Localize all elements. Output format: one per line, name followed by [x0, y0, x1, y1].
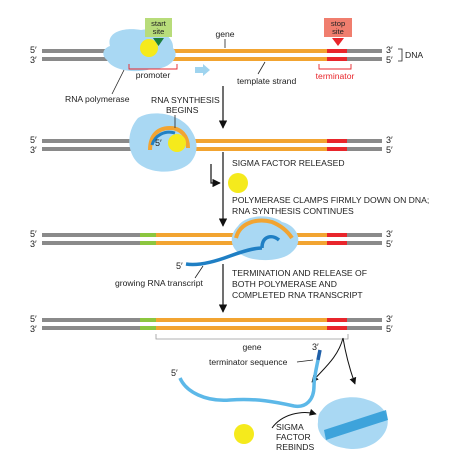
dna-bracket — [398, 48, 403, 62]
sigma-rebinds-label-line3: REBINDS — [276, 442, 314, 452]
stop-site-label-line2: site — [332, 27, 344, 36]
row1-right-3prime: 3′ — [386, 45, 393, 55]
row4-left-5prime: 5′ — [30, 314, 37, 324]
clamps-label-line1: POLYMERASE CLAMPS FIRMLY DOWN ON DNA; — [232, 195, 429, 205]
terminator-region-top — [327, 49, 347, 53]
row2-right-3prime: 3′ — [386, 135, 393, 145]
gene-bracket — [155, 334, 349, 340]
sigma-released-label: SIGMA FACTOR RELEASED — [232, 158, 345, 168]
rna-polymerase-initiating — [129, 113, 197, 172]
completed-rna-transcript — [178, 359, 320, 409]
clamps-label-line2: RNA SYNTHESIS CONTINUES — [232, 206, 354, 216]
growing-rna-leader — [194, 265, 204, 279]
row1-left-3prime: 3′ — [30, 55, 37, 65]
row1-right-5prime: 5′ — [386, 55, 393, 65]
dna-duplex-row-2 — [42, 139, 382, 151]
gene-label: gene — [215, 29, 234, 39]
sigma-rebinds-label-line2: FACTOR — [276, 432, 311, 442]
released-sigma-factor — [228, 173, 248, 193]
rebinding-sigma-factor — [234, 424, 254, 444]
start-site-triangle-icon — [153, 38, 164, 46]
stop-site-marker: stop site — [324, 18, 352, 46]
rna-polymerase-leader — [111, 69, 125, 95]
template-strand-label: template strand — [237, 76, 296, 86]
rna-synthesis-label-line1: RNA SYNTHESIS — [151, 95, 220, 105]
promoter-bracket — [128, 64, 178, 70]
released-rna-5prime: 5′ — [171, 368, 178, 378]
row2-left-3prime: 3′ — [30, 145, 37, 155]
row3-right-3prime: 3′ — [386, 229, 393, 239]
terminator-bracket — [318, 64, 352, 70]
termination-label-line2: BOTH POLYMERASE AND — [232, 279, 337, 289]
start-site-marker: start site — [145, 18, 172, 46]
sigma-release-arrow — [210, 164, 221, 188]
gene-region-bottom — [157, 57, 327, 61]
sigma-factor-row2 — [168, 134, 186, 152]
termination-label-line3: COMPLETED RNA TRANSCRIPT — [232, 290, 363, 300]
row3-right-5prime: 5′ — [386, 239, 393, 249]
sigma-rebinds-label-line1: SIGMA — [276, 422, 304, 432]
row4-right-5prime: 5′ — [386, 324, 393, 334]
row3-left-5prime: 5′ — [30, 229, 37, 239]
terminator-label: terminator — [316, 71, 355, 81]
row4-left-3prime: 3′ — [30, 324, 37, 334]
dna-label: DNA — [405, 50, 423, 60]
terminator-region-bottom — [327, 57, 347, 61]
termination-label-line1: TERMINATION AND RELEASE OF — [232, 268, 367, 278]
row3-left-3prime: 3′ — [30, 239, 37, 249]
row4-right-3prime: 3′ — [386, 314, 393, 324]
start-site-label-line2: site — [153, 27, 165, 36]
terminator-sequence-leader — [296, 359, 314, 363]
direction-arrow — [195, 64, 210, 76]
row2-right-5prime: 5′ — [386, 145, 393, 155]
row2-left-5prime: 5′ — [30, 135, 37, 145]
gene-region-top — [157, 49, 327, 53]
rna-synthesis-label-line2: BEGINS — [166, 105, 199, 115]
sigma-factor — [140, 39, 158, 57]
polymerase-release-arrow — [342, 337, 357, 385]
row3-rna-5prime: 5′ — [176, 261, 183, 271]
terminator-sequence-segment — [316, 349, 322, 361]
sigma-rebind-arrow — [271, 408, 317, 429]
rna-polymerase-label: RNA polymerase — [65, 94, 130, 104]
released-rna-3prime: 3′ — [312, 342, 319, 352]
row2-rna-5prime: 5′ — [155, 138, 162, 148]
start-site-label-line1: start — [151, 19, 167, 28]
dna-duplex-row-3 — [42, 233, 382, 245]
growing-rna-strand — [185, 246, 263, 267]
stop-site-label-line1: stop — [331, 19, 345, 28]
terminator-sequence-label: terminator sequence — [209, 357, 288, 367]
promoter-label: promoter — [136, 70, 171, 80]
row1-left-5prime: 5′ — [30, 45, 37, 55]
template-strand-leader — [257, 61, 266, 75]
gene-bottom-label: gene — [242, 342, 261, 352]
released-rna-polymerase — [317, 397, 388, 450]
stop-site-triangle-icon — [332, 38, 344, 46]
growing-rna-label: growing RNA transcript — [115, 278, 203, 288]
dna-duplex-row-1 — [42, 49, 382, 61]
dna-duplex-row-4 — [42, 318, 382, 330]
